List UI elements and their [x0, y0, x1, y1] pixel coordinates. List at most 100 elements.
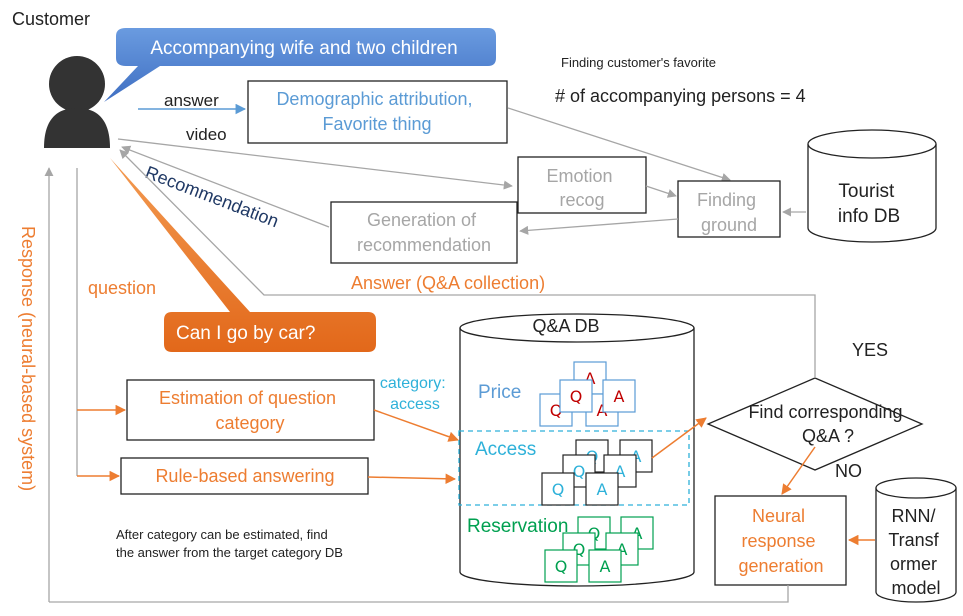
- wife-children-text: Accompanying wife and two children: [150, 38, 457, 59]
- category-reservation: Reservation: [467, 516, 568, 537]
- generation-box-text: Generation of recommendation: [357, 210, 491, 255]
- demographic-line-1: Demographic attribution,: [276, 89, 472, 109]
- after-category-line-1: After category can be estimated, find: [116, 527, 328, 542]
- car-question-text: Can I go by car?: [176, 323, 315, 344]
- qa-card-a: [588, 549, 622, 583]
- estimation-box: [126, 379, 375, 441]
- qa-card-label: A: [600, 557, 611, 576]
- after-category-line-2: the answer from the target category DB: [116, 545, 343, 560]
- category-access: Access: [475, 439, 536, 460]
- ground-to-generation-arrow: [519, 218, 679, 235]
- answer-label: answer: [164, 91, 219, 110]
- after-category-note: After category can be estimated, find th…: [116, 527, 343, 560]
- answer-qa-arrow: [119, 149, 816, 378]
- emotion-box-text: Emotion recog: [546, 166, 617, 210]
- neural-line-2: response: [741, 531, 815, 551]
- demographic-to-ground-arrow: [507, 107, 731, 182]
- category-price: Price: [478, 382, 521, 403]
- qa-card-label: A: [614, 387, 625, 406]
- wife-children-callout: Accompanying wife and two children: [104, 28, 496, 102]
- video-arrow: [117, 138, 513, 190]
- qa-card-a: [602, 379, 636, 413]
- estimation-line-1: Estimation of question: [159, 388, 336, 408]
- qa-card-label: Q: [555, 557, 568, 576]
- qa-card-label: A: [597, 480, 608, 499]
- decision-text: Find corresponding Q&A ?: [748, 402, 907, 446]
- video-label: video: [186, 125, 227, 144]
- customer-person-icon: [44, 56, 110, 148]
- tourist-db-line-2: info DB: [838, 206, 900, 227]
- qa-card-label: A: [617, 540, 628, 559]
- neural-box: [714, 495, 847, 586]
- neural-line-1: Neural: [752, 506, 805, 526]
- estimation-box-text: Estimation of question category: [159, 388, 341, 433]
- emotion-line-2: recog: [559, 190, 604, 210]
- rnn-line-4: model: [891, 578, 940, 598]
- qa-card-label: A: [597, 401, 608, 420]
- recommendation-arrow: [121, 145, 330, 228]
- rule-based-text: Rule-based answering: [155, 466, 334, 486]
- response-label: Response (neural-based system): [18, 226, 38, 491]
- tourist-db-line-1: Tourist: [838, 181, 895, 202]
- generation-line-2: recommendation: [357, 235, 491, 255]
- qa-card-q: [541, 472, 575, 506]
- car-question-callout: Can I go by car?: [110, 158, 376, 352]
- qa-card-a: [585, 472, 619, 506]
- finding-ground-box-text: Finding ground: [697, 190, 761, 235]
- no-label: NO: [835, 461, 862, 481]
- response-return-line: [49, 585, 789, 603]
- tourist-db-text: Tourist info DB: [838, 181, 900, 227]
- decision-line-2: Q&A ?: [802, 426, 854, 446]
- customer-label: Customer: [12, 9, 90, 29]
- answer-qa-label: Answer (Q&A collection): [351, 273, 545, 293]
- decision-to-neural-arrow: [781, 446, 816, 495]
- rule-to-db-arrow: [367, 473, 457, 485]
- finding-favorite-note: Finding customer's favorite: [561, 55, 716, 70]
- qa-card-label: Q: [570, 387, 583, 406]
- demographic-line-2: Favorite thing: [322, 114, 431, 134]
- qa-card-label: Q: [552, 480, 565, 499]
- finding-ground-box: [677, 180, 781, 238]
- generation-box: [330, 201, 518, 264]
- db-to-decision-arrow: [651, 417, 707, 459]
- qa-card-q: [559, 379, 593, 413]
- yes-label: YES: [852, 340, 888, 360]
- qa-card-label: A: [585, 369, 596, 388]
- emotion-line-1: Emotion: [546, 166, 612, 186]
- rnn-line-2: Transf: [888, 530, 939, 550]
- demographic-box-text: Demographic attribution, Favorite thing: [276, 89, 477, 134]
- finding-ground-line-2: ground: [701, 215, 757, 235]
- find-corresponding-decision: [706, 377, 924, 471]
- qa-card-label: A: [615, 462, 626, 481]
- estimation-line-2: category: [215, 413, 284, 433]
- persons-note: # of accompanying persons = 4: [555, 86, 806, 106]
- question-label: question: [88, 278, 156, 298]
- tourist-info-db: Tourist info DB: [807, 129, 937, 243]
- rule-based-box: [120, 457, 369, 495]
- demographic-box: [247, 80, 508, 144]
- finding-ground-line-1: Finding: [697, 190, 756, 210]
- qa-card-q: [544, 549, 578, 583]
- category-access-line-2: access: [390, 396, 440, 413]
- qa-db-title: Q&A DB: [532, 316, 599, 336]
- estimation-to-db-arrow: [373, 409, 459, 442]
- category-access-line-1: category:: [380, 375, 446, 392]
- rnn-line-3: ormer: [890, 554, 937, 574]
- qa-card-label: Q: [550, 401, 563, 420]
- neural-box-text: Neural response generation: [738, 506, 823, 576]
- rnn-text: RNN/ Transf ormer model: [888, 506, 943, 598]
- generation-line-1: Generation of: [367, 210, 477, 230]
- decision-line-1: Find corresponding: [748, 402, 902, 422]
- neural-line-3: generation: [738, 556, 823, 576]
- emotion-to-ground-arrow: [645, 185, 677, 198]
- qa-card-label: Q: [573, 462, 586, 481]
- rnn-line-1: RNN/: [891, 506, 935, 526]
- emotion-box: [517, 156, 647, 214]
- rnn-transformer-model: RNN/ Transf ormer model: [875, 477, 957, 603]
- category-access-note: category: access: [380, 375, 450, 413]
